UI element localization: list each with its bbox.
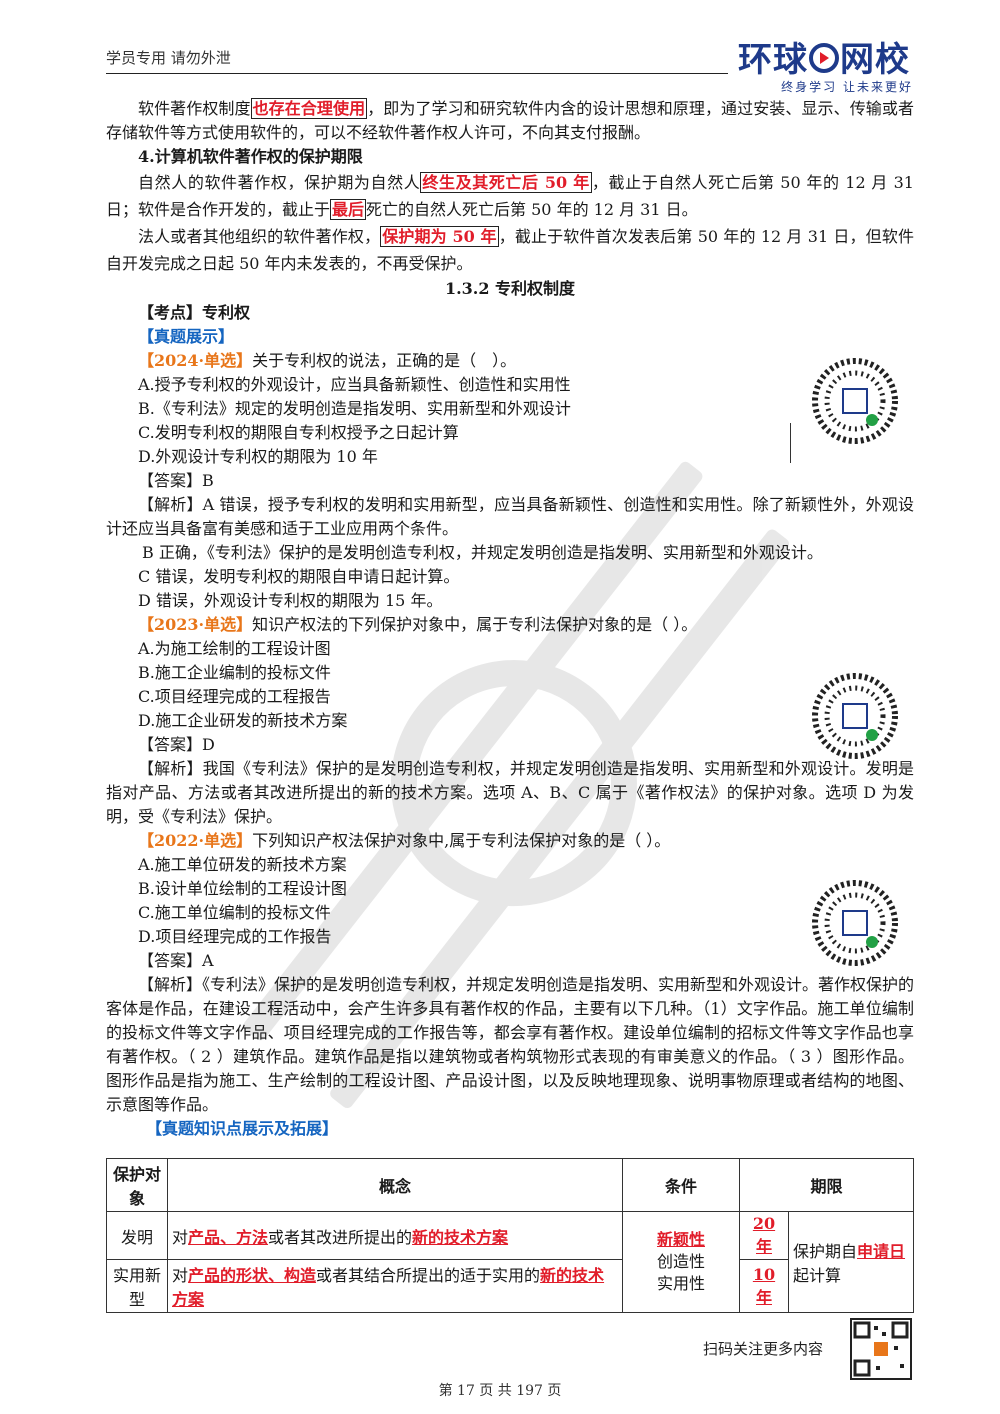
footer-qr-code-icon[interactable] <box>850 1318 912 1380</box>
qr-code-icon[interactable] <box>812 358 898 444</box>
header-note: 学员专用 请勿外泄 <box>106 49 231 67</box>
cell-utility-model: 实用新型 <box>106 1259 168 1313</box>
option: A.为施工绘制的工程设计图 <box>138 639 331 658</box>
paragraph-natural-person: 自然人的软件著作权，保护期为自然人终生及其死亡后 50 年，截止于自然人死亡后第… <box>106 172 914 220</box>
cell-term-utility: 10 年 <box>739 1259 789 1313</box>
cell-invention-concept: 对产品、方法或者其改进所提出的新的技术方案 <box>167 1211 623 1260</box>
option: B.施工企业编制的投标文件 <box>138 663 331 682</box>
answer: 【答案】D <box>138 735 215 754</box>
qr-code-icon[interactable] <box>812 673 898 759</box>
option: D.施工企业研发的新技术方案 <box>138 711 348 730</box>
option: D.外观设计专利权的期限为 10 年 <box>138 447 378 466</box>
th-condition: 条件 <box>622 1158 740 1212</box>
option: B.设计单位绘制的工程设计图 <box>138 879 347 898</box>
option: C.项目经理完成的工程报告 <box>138 687 331 706</box>
cell-conditions: 新颖性 创造性 实用性 <box>622 1211 740 1313</box>
header-rule <box>106 73 728 74</box>
margin-rule <box>790 423 791 463</box>
section-title: 1.3.2 专利权制度 <box>444 279 576 298</box>
option: B.《专利法》规定的发明创造是指发明、实用新型和外观设计 <box>138 399 571 418</box>
option: C.施工单位编制的投标文件 <box>138 903 331 922</box>
option: C.发明专利权的期限自专利权授予之日起计算 <box>138 423 459 442</box>
brand-logo: 环球网校 终身学习 让未来更好 <box>738 40 913 94</box>
analysis: 【解析】《专利法》保护的是发明创造专利权，并规定发明创造是指发明、实用新型和外观… <box>106 975 915 1114</box>
kaodian-label: 【考点】专利权 <box>138 303 251 322</box>
knowledge-table: 保护对象 概念 条件 期限 发明 对产品、方法或者其改进所提出的新的技术方案 新… <box>106 1158 914 1313</box>
cell-utility-concept: 对产品的形状、构造或者其结合所提出的适于实用的新的技术方案 <box>167 1259 623 1313</box>
knowledge-label: 【真题知识点展示及拓展】 <box>146 1119 339 1138</box>
section-heading: 4.计算机软件著作权的保护期限 <box>138 147 363 166</box>
question-2023: 【2023·单选】知识产权法的下列保护对象中，属于专利法保护对象的是（ ）。 <box>138 615 698 634</box>
question-2024: 【2024·单选】关于专利权的说法，正确的是（ ）。 <box>138 351 517 370</box>
option: A.施工单位研发的新技术方案 <box>138 855 347 874</box>
th-concept: 概念 <box>167 1158 623 1212</box>
answer: 【答案】B <box>138 471 214 490</box>
paragraph-legal-person: 法人或者其他组织的软件著作权，保护期为 50 年，截止于软件首次发表后第 50 … <box>106 226 914 273</box>
analysis: D 错误，外观设计专利权的期限为 15 年。 <box>138 591 443 610</box>
analysis: C 错误，发明专利权的期限自申请日起计算。 <box>138 567 460 586</box>
answer: 【答案】A <box>138 951 214 970</box>
paragraph-fair-use: 软件著作权制度也存在合理使用，即为了学习和研究软件内含的设计思想和原理，通过安装… <box>106 98 914 142</box>
cell-term-invention: 20 年 <box>739 1211 789 1260</box>
cell-invention: 发明 <box>106 1211 168 1260</box>
footer-scan-text: 扫码关注更多内容 <box>703 1340 824 1358</box>
analysis: 【解析】A 错误，授予专利权的发明和实用新型，应当具备新颖性、创造性和实用性。除… <box>106 495 914 538</box>
option: A.授予专利权的外观设计，应当具备新颖性、创造性和实用性 <box>138 375 571 394</box>
play-circle-icon <box>809 43 839 73</box>
th-term: 期限 <box>739 1158 914 1212</box>
page-body: 软件著作权制度也存在合理使用，即为了学习和研究软件内含的设计思想和原理，通过安装… <box>106 97 914 1141</box>
question-2022: 【2022·单选】下列知识产权法保护对象中,属于专利法保护对象的是（ ）。 <box>138 831 671 850</box>
analysis: B 正确，《专利法》保护的是发明创造专利权，并规定发明创造是指发明、实用新型和外… <box>142 543 823 562</box>
option: D.项目经理完成的工作报告 <box>138 927 332 946</box>
th-object: 保护对象 <box>106 1158 168 1212</box>
page-number: 第 17 页 共 197 页 <box>438 1383 562 1399</box>
zhenti-label: 【真题展示】 <box>138 327 235 346</box>
qr-code-icon[interactable] <box>812 880 898 966</box>
cell-term-start: 保护期自申请日起计算 <box>788 1211 914 1313</box>
analysis: 【解析】我国《专利法》保护的是发明创造专利权，并规定发明创造是指发明、实用新型和… <box>106 759 914 826</box>
